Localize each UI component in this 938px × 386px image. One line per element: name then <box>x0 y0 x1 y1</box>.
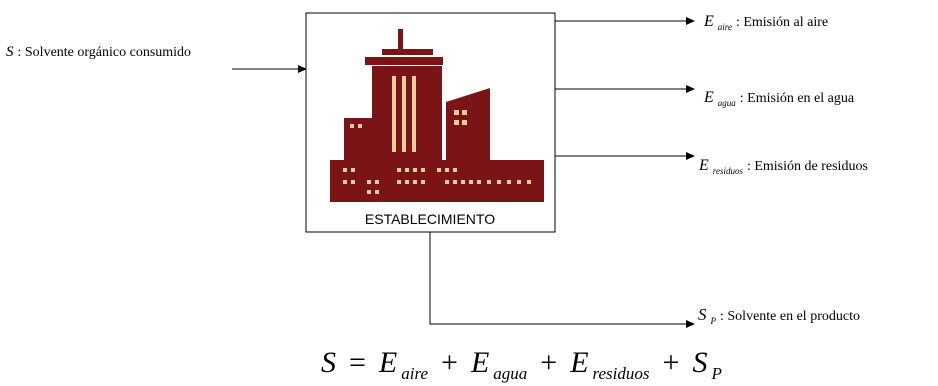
equation-plus: + <box>540 346 557 379</box>
equation-term-symbol: E <box>378 346 397 379</box>
svg-text:E agua : Emisión: E agua : Emisión en el agua <box>703 89 855 110</box>
output-subscript: P <box>710 316 717 326</box>
equation-equals: = <box>349 346 366 379</box>
balance-equation: S = E aire + E agua + E residuos + S P <box>321 346 722 383</box>
output-label-agua: E agua : Emisión en el agua <box>703 89 855 110</box>
equation-plus: + <box>663 346 680 379</box>
equation-lhs: S <box>321 346 336 379</box>
output-description: : Emisión al aire <box>736 15 828 30</box>
output-description: : Emisión en el agua <box>740 91 855 106</box>
facility-caption: ESTABLECIMIENTO <box>365 211 495 227</box>
output-label-producto: S P : Solvente en el producto <box>698 305 860 328</box>
svg-text:S P : Solvente en: S P : Solvente en el producto <box>698 305 860 328</box>
output-description: : Solvente en el producto <box>720 309 860 324</box>
output-subscript: residuos <box>713 166 744 176</box>
output-symbol: E <box>703 89 714 106</box>
svg-text:E aire : Emisión: E aire : Emisión al aire <box>703 13 828 34</box>
equation-term-subscript: P <box>710 364 721 383</box>
svg-text:S : Solvente orgánico c: S : Solvente orgánico consumido <box>6 43 191 60</box>
svg-text:S = E aire: S = E aire + E agua + E residuos + S P <box>321 346 722 383</box>
svg-text:E residuos : Emis: E residuos : Emisión de residuos <box>698 157 868 178</box>
equation-term-subscript: aire <box>401 364 428 383</box>
equation-term-symbol: E <box>569 346 588 379</box>
input-label: S : Solvente orgánico consumido <box>6 43 191 60</box>
output-symbol: E <box>698 157 709 174</box>
input-symbol: S <box>6 44 14 60</box>
equation-term-symbol: S <box>692 346 707 379</box>
equation-term-symbol: E <box>470 346 489 379</box>
output-arrow-producto <box>429 232 695 328</box>
equation-term-subscript: residuos <box>593 364 650 383</box>
output-subscript: agua <box>718 98 737 108</box>
equation-plus: + <box>441 346 458 379</box>
input-description: : Solvente orgánico consumido <box>18 45 192 60</box>
output-label-aire: E aire : Emisión al aire <box>703 13 828 34</box>
output-symbol: S <box>698 305 707 324</box>
output-symbol: E <box>703 13 714 30</box>
building-icon <box>330 29 544 202</box>
output-label-residuos: E residuos : Emisión de residuos <box>698 157 868 178</box>
equation-term-subscript: agua <box>493 364 527 383</box>
output-description: : Emisión de residuos <box>747 159 868 174</box>
output-subscript: aire <box>718 22 732 32</box>
